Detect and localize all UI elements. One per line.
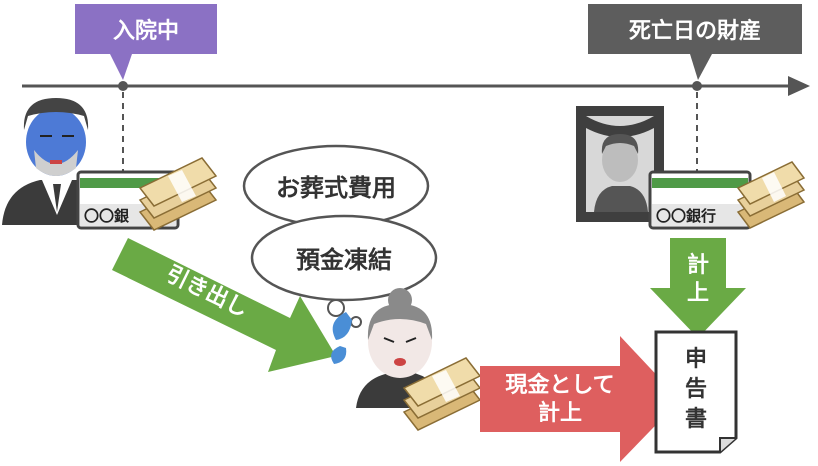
svg-text:現金として: 現金として — [505, 372, 614, 398]
svg-text:入院中: 入院中 — [113, 18, 179, 44]
svg-text:計上: 計上 — [538, 400, 582, 426]
hospitalized-label: 入院中 — [75, 4, 217, 80]
svg-text:〇〇銀行: 〇〇銀行 — [656, 207, 716, 225]
account-freeze-bubble — [250, 214, 438, 302]
tax-return-document-icon: 申 告 書 — [654, 330, 738, 454]
svg-text:告: 告 — [685, 377, 707, 402]
worried-family-member-icon — [331, 288, 444, 408]
record-as-cash-arrow: 現金として 計上 — [480, 336, 680, 462]
money-stack-left-icon — [138, 157, 218, 231]
thought-bubbles: お葬式費用 預金凍結 — [242, 144, 438, 328]
svg-text:預金凍結: 預金凍結 — [296, 246, 392, 274]
svg-text:お葬式費用: お葬式費用 — [276, 174, 396, 202]
svg-text:書: 書 — [685, 406, 707, 432]
svg-text:〇〇銀: 〇〇銀 — [84, 207, 129, 225]
timeline-point-death — [692, 81, 702, 91]
timeline-point-hospitalized — [118, 81, 128, 91]
bankbook-right-icon: 〇〇銀行 — [648, 170, 752, 230]
record-down-arrow: 計 上 — [650, 238, 746, 338]
svg-text:死亡日の財産: 死亡日の財産 — [629, 18, 761, 44]
money-stack-right-icon — [736, 161, 806, 229]
assets-at-death-label: 死亡日の財産 — [588, 4, 802, 80]
svg-text:計: 計 — [687, 252, 709, 278]
timeline — [22, 76, 810, 172]
svg-text:申: 申 — [685, 347, 707, 372]
svg-text:上: 上 — [687, 281, 709, 306]
